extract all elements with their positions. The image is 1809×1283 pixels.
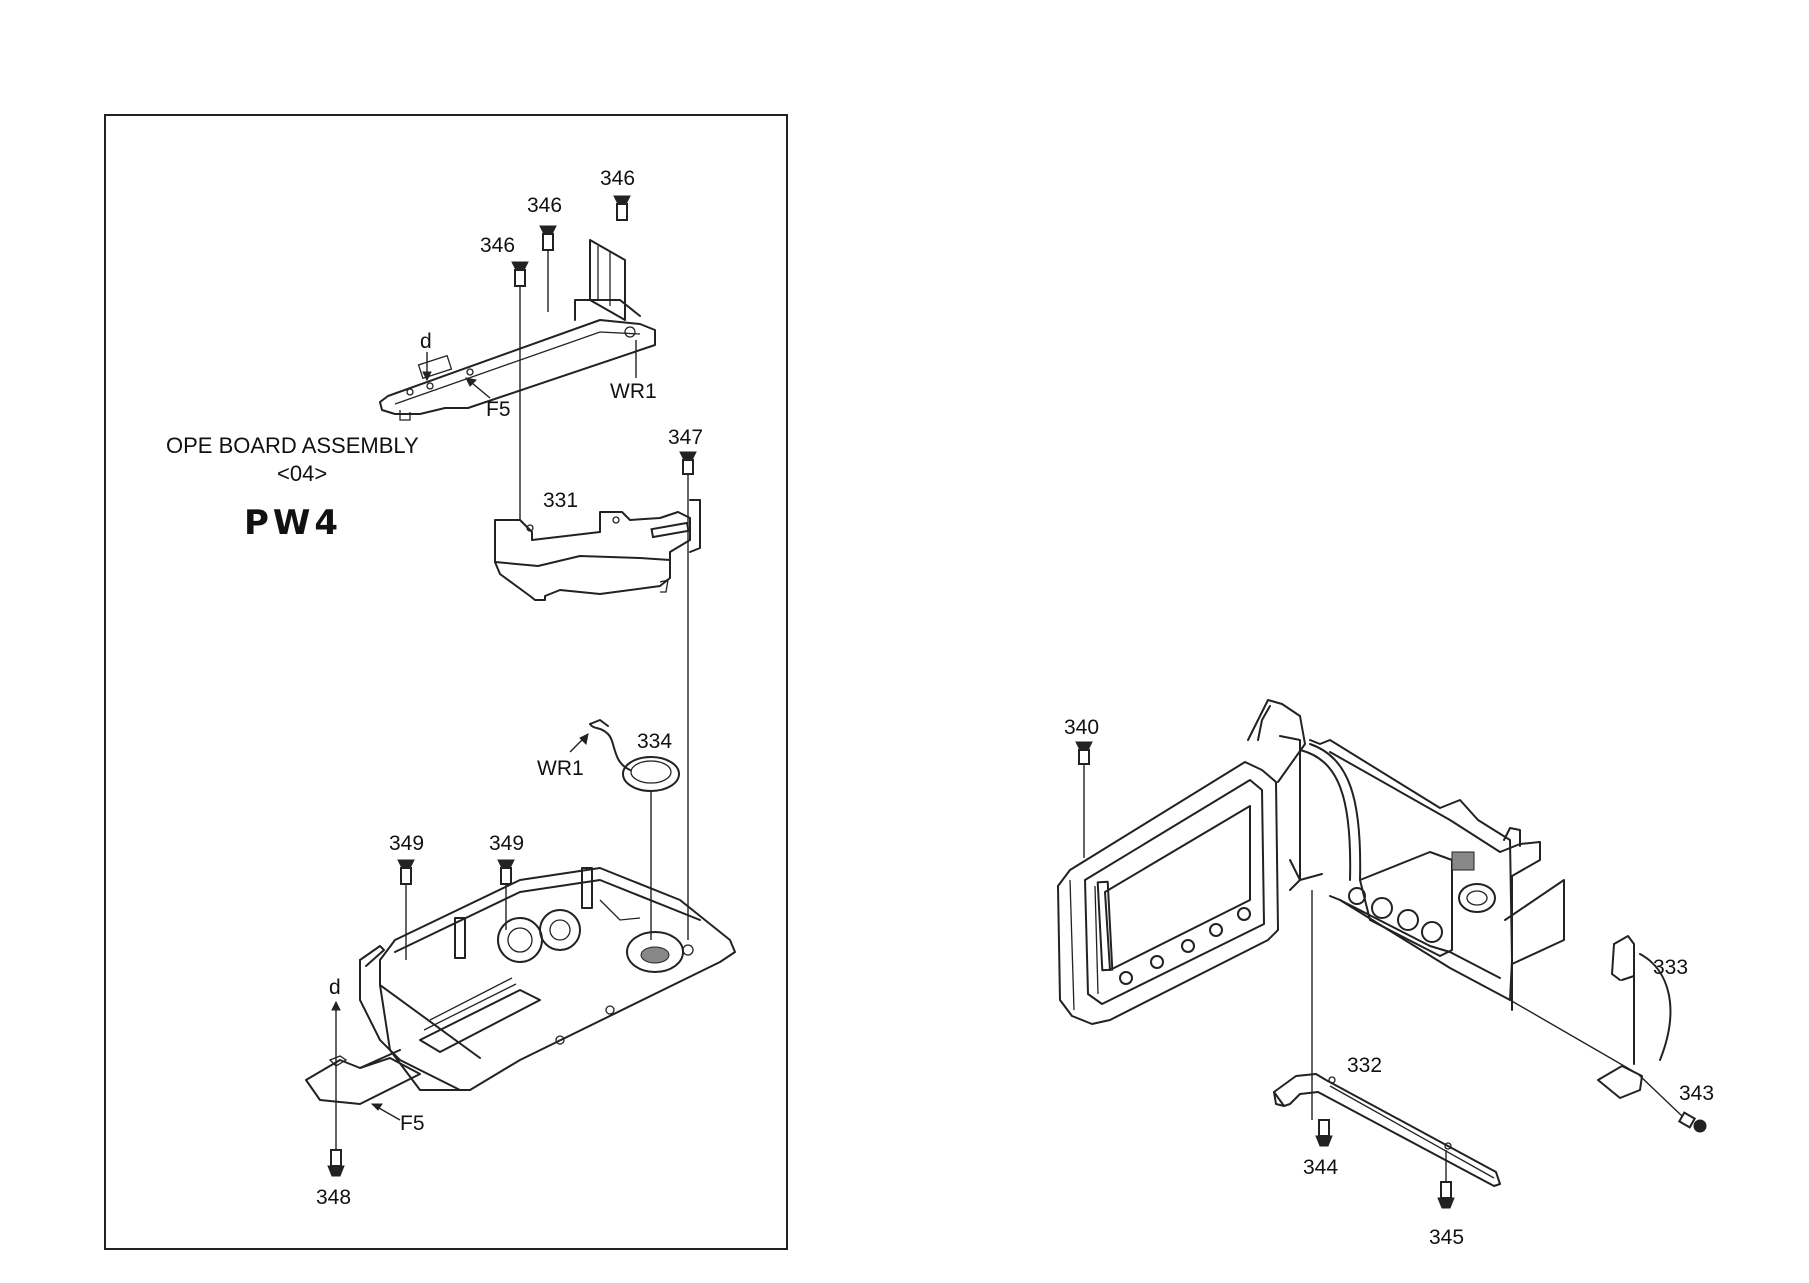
- wire-wr1-top-label: WR1: [610, 380, 657, 403]
- speaker-334-part: [589, 719, 680, 792]
- screw-346-b-icon: [539, 225, 557, 251]
- screw-349-b-label: 349: [489, 832, 524, 855]
- hinge-frame-part: [1247, 699, 1565, 1011]
- bar-332-part: [1273, 1073, 1501, 1187]
- screw-340-label: 340: [1064, 716, 1099, 739]
- screw-348-icon: [327, 1149, 345, 1177]
- lower-chassis-part: [359, 867, 736, 1091]
- screw-345-label: 345: [1429, 1226, 1464, 1249]
- screw-346-a-label: 346: [480, 234, 515, 257]
- part-334-label: 334: [637, 730, 672, 753]
- flex-board-331-part: [494, 499, 701, 601]
- part-332-label: 332: [1347, 1054, 1382, 1077]
- left-panel-frame: [104, 114, 788, 1250]
- screw-349-a-label: 349: [389, 832, 424, 855]
- part-331-label: 331: [543, 489, 578, 512]
- flex-connector-f5-part: [305, 1049, 421, 1105]
- conn-f5-top-label: F5: [486, 398, 511, 421]
- part-333-label: 333: [1653, 956, 1688, 979]
- screw-344-icon: [1315, 1119, 1333, 1147]
- bracket-333-part: [1597, 935, 1672, 1099]
- conn-f5-bottom-label: F5: [400, 1112, 425, 1135]
- screw-346-c-icon: [613, 195, 631, 221]
- screw-343-icon: [1677, 1111, 1707, 1133]
- lcd-panel-part: [1057, 761, 1279, 1025]
- screw-343-label: 343: [1679, 1082, 1714, 1105]
- handwritten-note: PW4: [244, 503, 342, 543]
- screw-346-b-label: 346: [527, 194, 562, 217]
- wire-wr1-speaker-label: WR1: [537, 757, 584, 780]
- screw-345-icon: [1437, 1181, 1455, 1209]
- ope-board-part: [379, 239, 656, 421]
- assembly-title: OPE BOARD ASSEMBLY: [166, 433, 419, 458]
- assembly-code: <04>: [277, 461, 327, 486]
- screw-340-icon: [1075, 741, 1093, 765]
- screw-344-label: 344: [1303, 1156, 1338, 1179]
- screw-347-icon: [679, 451, 697, 475]
- conn-d-top-label: d: [420, 330, 432, 353]
- conn-d-bottom-label: d: [329, 976, 341, 999]
- screw-348-label: 348: [316, 1186, 351, 1209]
- screw-349-b-icon: [497, 859, 515, 885]
- screw-347-label: 347: [668, 426, 703, 449]
- screw-346-c-label: 346: [600, 167, 635, 190]
- screw-349-a-icon: [397, 859, 415, 885]
- screw-346-a-icon: [511, 261, 529, 287]
